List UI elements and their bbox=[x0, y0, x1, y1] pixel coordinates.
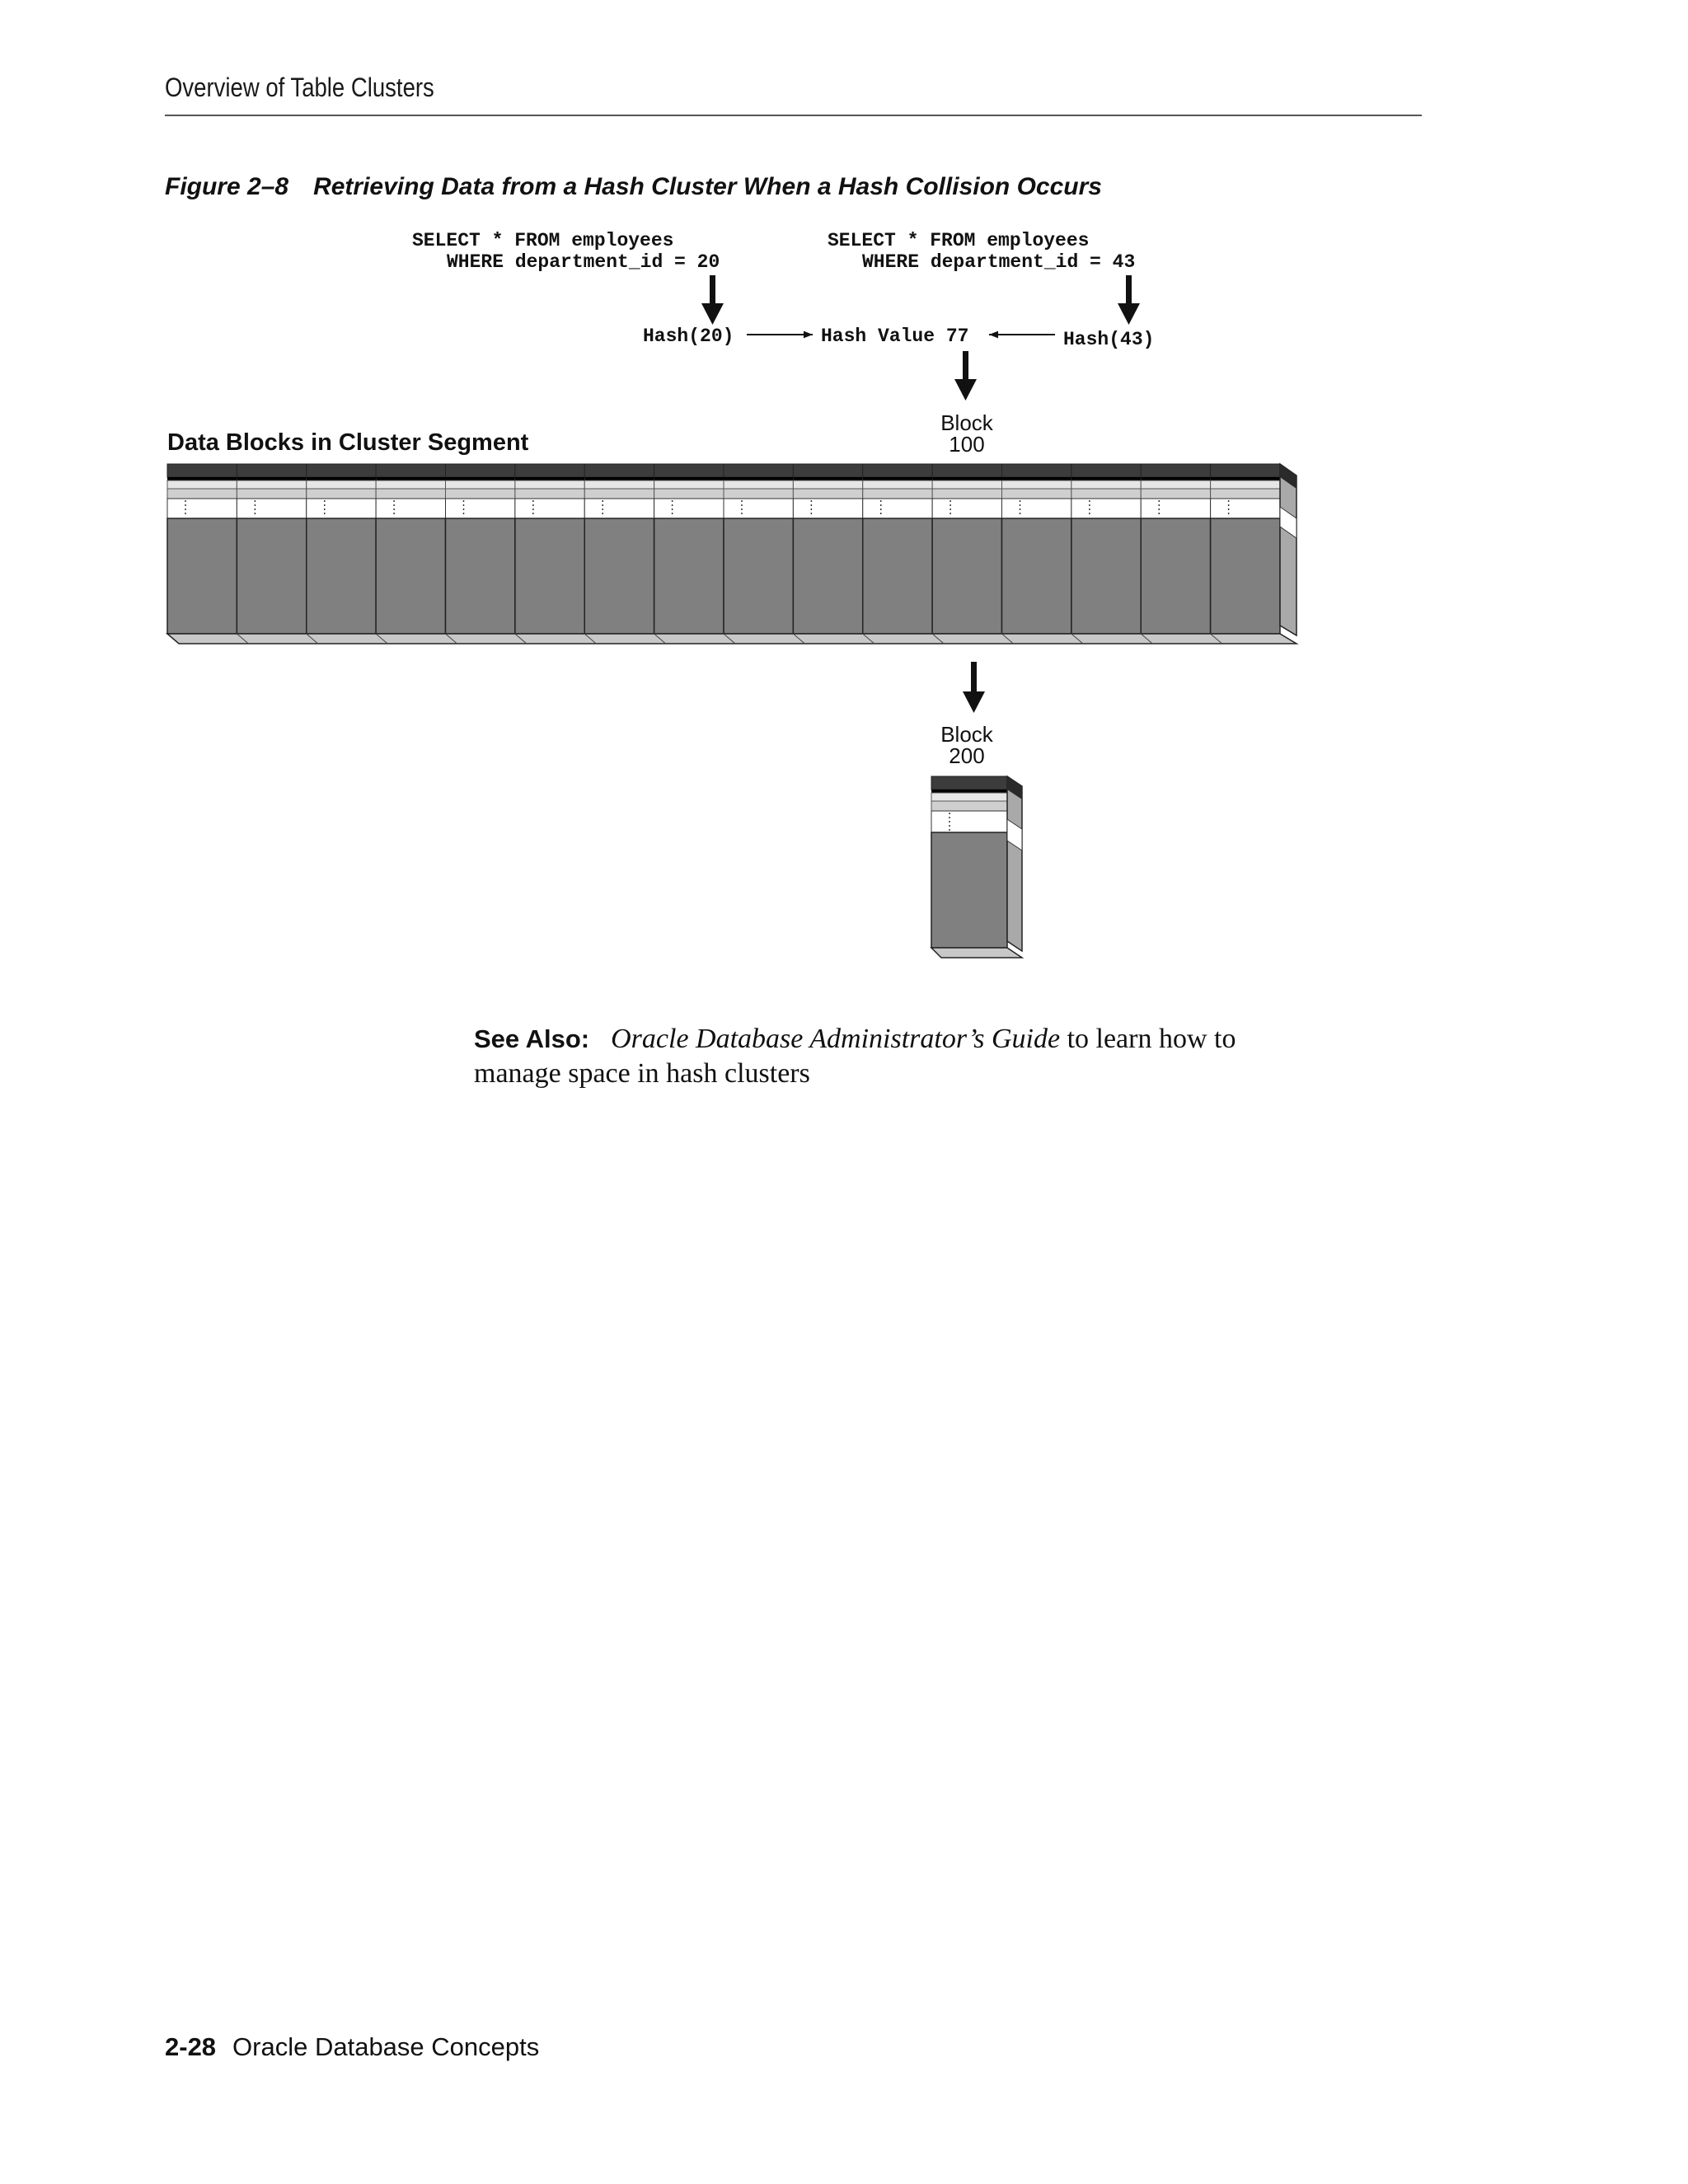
running-header: Overview of Table Clusters bbox=[165, 73, 434, 102]
hash-right: Hash(43) bbox=[1063, 329, 1154, 350]
see-also-note: See Also: Oracle Database Administrator’s… bbox=[474, 1022, 1298, 1091]
segment-side-face bbox=[1279, 462, 1297, 637]
segment-block bbox=[1140, 463, 1212, 635]
segment-base-divider bbox=[1140, 633, 1153, 644]
segment-block bbox=[306, 463, 377, 635]
page-footer: 2-28 Oracle Database Concepts bbox=[165, 2032, 539, 2062]
segment-block bbox=[1209, 463, 1281, 635]
hash-cluster-diagram: SELECT * FROM employees WHERE department… bbox=[165, 230, 1299, 958]
query-right-line1: SELECT * FROM employees bbox=[828, 230, 1089, 251]
block100-label-line1: Block bbox=[940, 410, 994, 435]
segment-block bbox=[444, 463, 516, 635]
segment-block bbox=[653, 463, 724, 635]
block-200 bbox=[930, 775, 1025, 958]
figure-number: Figure 2–8 bbox=[165, 173, 289, 200]
block200-side-top bbox=[1007, 776, 1022, 799]
header-rule bbox=[165, 115, 1422, 116]
segment-block bbox=[514, 463, 585, 635]
arrow-down-to-block200 bbox=[963, 662, 985, 713]
segment-base-divider bbox=[514, 633, 528, 644]
block200-base bbox=[930, 947, 1025, 958]
arrow-down-left bbox=[701, 275, 724, 325]
see-also-text: to learn how to manage space in hash clu… bbox=[474, 1024, 1236, 1089]
segment-base-divider bbox=[1071, 633, 1084, 644]
book-title: Oracle Database Concepts bbox=[232, 2032, 540, 2061]
segment-base-divider bbox=[375, 633, 388, 644]
segment-base-divider bbox=[654, 633, 666, 644]
hash-left: Hash(20) bbox=[643, 326, 734, 347]
segment-base-divider bbox=[793, 633, 805, 644]
segment-side-white bbox=[1279, 506, 1297, 539]
cluster-segment bbox=[165, 462, 1299, 644]
segment-block bbox=[723, 463, 795, 635]
page-number: 2-28 bbox=[165, 2032, 217, 2061]
hash-value: Hash Value 77 bbox=[821, 326, 968, 347]
segment-base-divider bbox=[445, 633, 457, 644]
block200-side-face bbox=[1006, 775, 1023, 953]
see-also-book-title: Oracle Database Administrator’s Guide bbox=[611, 1024, 1061, 1054]
segment-block bbox=[792, 463, 864, 635]
block200-label-line2: 200 bbox=[949, 743, 984, 768]
segment-base-divider bbox=[862, 633, 875, 644]
segment-base-divider bbox=[723, 633, 736, 644]
segment-base-divider bbox=[306, 633, 319, 644]
figure-title: Retrieving Data from a Hash Cluster When… bbox=[313, 173, 1102, 200]
arrow-down-right bbox=[1118, 275, 1140, 325]
segment-block bbox=[1001, 463, 1072, 635]
segment-block bbox=[584, 463, 655, 635]
figure-caption: Figure 2–8 Retrieving Data from a Hash Cl… bbox=[165, 173, 1102, 201]
query-right-line2: WHERE department_id = 43 bbox=[862, 251, 1135, 273]
segment-block bbox=[375, 463, 447, 635]
segment-block bbox=[931, 463, 1003, 635]
query-left-line1: SELECT * FROM employees bbox=[412, 230, 673, 251]
segment-base bbox=[165, 633, 1299, 644]
segment-block bbox=[236, 463, 307, 635]
segment-base-divider bbox=[931, 633, 945, 644]
block200-label-line1: Block bbox=[940, 722, 994, 747]
segment-block bbox=[166, 463, 238, 635]
segment-base-divider bbox=[1210, 633, 1222, 644]
segment-base-divider bbox=[237, 633, 249, 644]
block100-label-line2: 100 bbox=[949, 432, 984, 457]
block200-side-white bbox=[1006, 818, 1023, 851]
arrow-down-to-block100 bbox=[954, 351, 977, 401]
segment-block bbox=[1071, 463, 1142, 635]
segment-side-top bbox=[1280, 464, 1296, 489]
segment-base-divider bbox=[1001, 633, 1014, 644]
see-also-label: See Also: bbox=[474, 1024, 590, 1053]
segment-label: Data Blocks in Cluster Segment bbox=[167, 429, 529, 456]
query-left-line2: WHERE department_id = 20 bbox=[447, 251, 720, 273]
segment-base-divider bbox=[584, 633, 597, 644]
segment-block bbox=[862, 463, 933, 635]
